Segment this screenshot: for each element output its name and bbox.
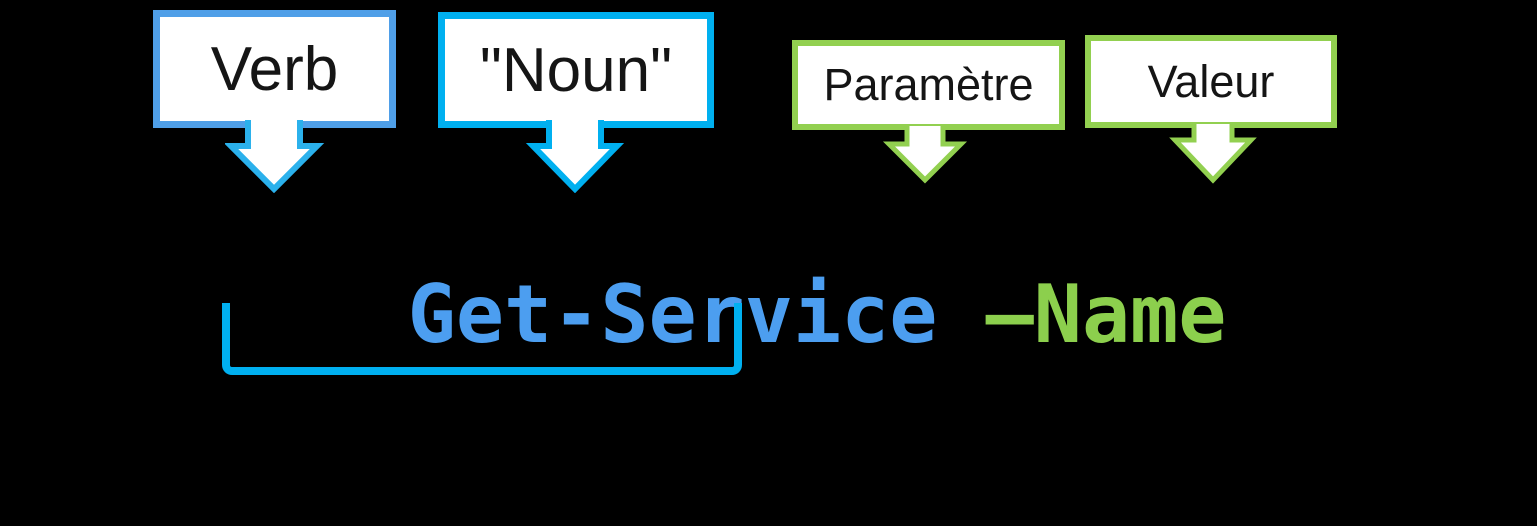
noun-callout-label: "Noun" xyxy=(479,35,673,105)
parameter-text: –Name xyxy=(985,268,1227,361)
noun-callout-arrow-icon xyxy=(526,120,625,193)
verb-callout: Verb xyxy=(153,10,396,128)
noun-callout: "Noun" xyxy=(438,12,714,128)
cmdlet-underbrace xyxy=(222,303,742,375)
parametre-callout-arrow-icon xyxy=(882,126,968,184)
command-separator xyxy=(937,268,985,361)
parametre-callout-label: Paramètre xyxy=(823,59,1034,110)
command-text: Get-Service –Name xyxy=(215,195,1227,435)
valeur-callout-label: Valeur xyxy=(1147,55,1275,107)
parametre-callout: Paramètre xyxy=(792,40,1065,130)
verb-callout-label: Verb xyxy=(210,34,339,104)
cmdlet-text: Get-Service xyxy=(407,268,938,361)
verb-callout-arrow-icon xyxy=(225,120,325,193)
valeur-callout-arrow-icon xyxy=(1169,124,1257,184)
valeur-callout: Valeur xyxy=(1085,35,1337,128)
